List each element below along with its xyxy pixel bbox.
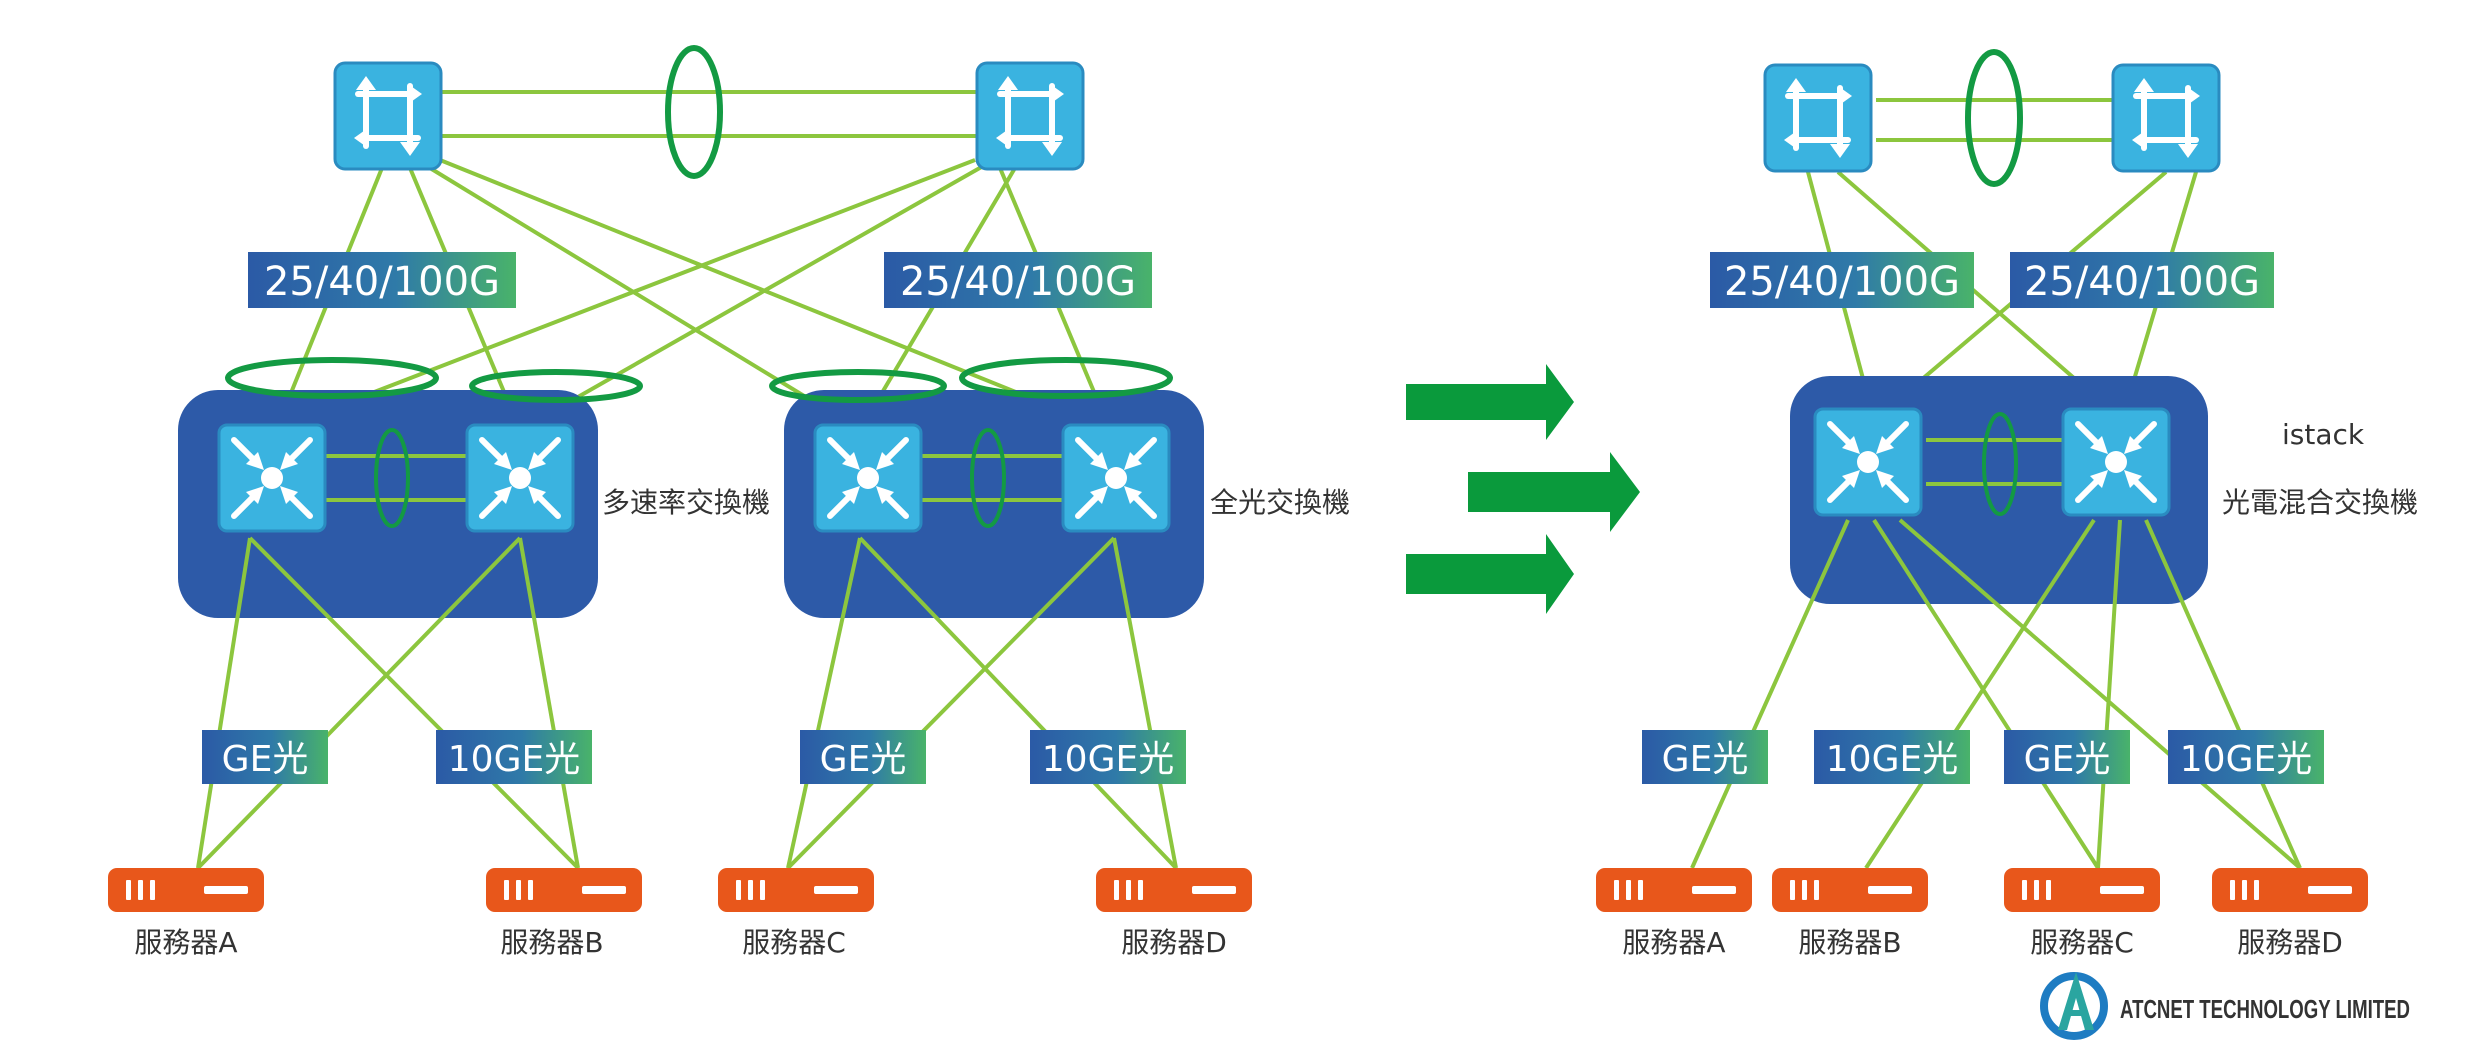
port-label: GE光 [2004,730,2130,784]
server-name: 服務器C [742,926,846,959]
server-name: 服務器B [1798,926,1901,959]
server-icon [486,868,642,912]
switch-icon [219,425,325,531]
port-label-text: GE光 [2024,739,2111,780]
downlink-lines [1690,518,2302,870]
port-label-text: GE光 [820,739,907,780]
transition-arrows [1406,364,1640,614]
port-label: 10GE光 [2168,730,2324,784]
port-label: 10GE光 [436,730,592,784]
port-label-text: 10GE光 [1042,739,1174,780]
uplink-label: 25/40/100G [248,252,516,308]
uplink-label-text: 25/40/100G [1724,259,1960,305]
server-icon [108,868,264,912]
server-icon [1596,868,1752,912]
switch-icon [815,425,921,531]
switch-icon [1815,409,1921,515]
port-label-text: 10GE光 [2180,739,2312,780]
logo-icon [2040,972,2108,1040]
server-icon [2004,868,2160,912]
port-label: GE光 [202,730,328,784]
lag-ring [225,357,439,399]
lag-ring [959,357,1173,399]
stack-ring [970,428,1006,528]
lag-ring [769,369,947,403]
port-label: 10GE光 [1814,730,1970,784]
uplink-lines [274,158,1112,432]
port-label: 10GE光 [1030,730,1186,784]
switch-icon [467,425,573,531]
uplink-label: 25/40/100G [1710,252,1974,308]
lag-ring [1965,49,2023,187]
port-label: GE光 [800,730,926,784]
switch-icon [1063,425,1169,531]
port-label-text: 10GE光 [1826,739,1958,780]
arrow-right-icon [1406,534,1574,614]
arrow-right-icon [1406,364,1574,440]
lag-ring [469,369,643,403]
port-label-text: 10GE光 [448,739,580,780]
switch-icon [2063,409,2169,515]
port-label-text: GE光 [1662,739,1749,780]
uplink-label-text: 25/40/100G [900,259,1136,305]
server-name: 服務器A [134,926,237,959]
right-diagram: 25/40/100G 25/40/100G istack 光電混合交換機 GE光… [1596,49,2418,959]
uplink-label: 25/40/100G [884,252,1152,308]
arrow-right-icon [1468,452,1640,532]
company-logo: ATCNET TECHNOLOGY LIMITED [2040,972,2410,1040]
router-icon [335,63,441,169]
uplink-label: 25/40/100G [2010,252,2274,308]
stack-ring [1982,412,2018,516]
lag-ring [665,45,723,179]
router-icon [1765,65,1871,171]
uplink-label-text: 25/40/100G [2024,259,2260,305]
server-icon [2212,868,2368,912]
server-icon [1096,868,1252,912]
server-icon [1772,868,1928,912]
port-label: GE光 [1642,730,1768,784]
server-name: 服務器C [2030,926,2134,959]
port-label-text: GE光 [222,739,309,780]
group-name: 光電混合交換機 [2222,486,2418,519]
server-name: 服務器B [500,926,603,959]
group-name: 全光交換機 [1210,486,1350,519]
router-icon [2113,65,2219,171]
server-icon [718,868,874,912]
stack-label: istack [2282,418,2365,451]
server-name: 服務器D [2237,926,2343,959]
left-diagram: 25/40/100G 25/40/100G 多速率交換機 全光交換機 GE光 1… [108,45,1350,959]
stack-ring [374,428,410,528]
downlink-lines [196,536,1178,870]
group-name: 多速率交換機 [602,486,770,519]
server-name: 服務器D [1121,926,1227,959]
uplink-label-text: 25/40/100G [264,259,500,305]
logo-text: ATCNET TECHNOLOGY LIMITED [2120,994,2410,1024]
server-name: 服務器A [1622,926,1725,959]
router-icon [977,63,1083,169]
